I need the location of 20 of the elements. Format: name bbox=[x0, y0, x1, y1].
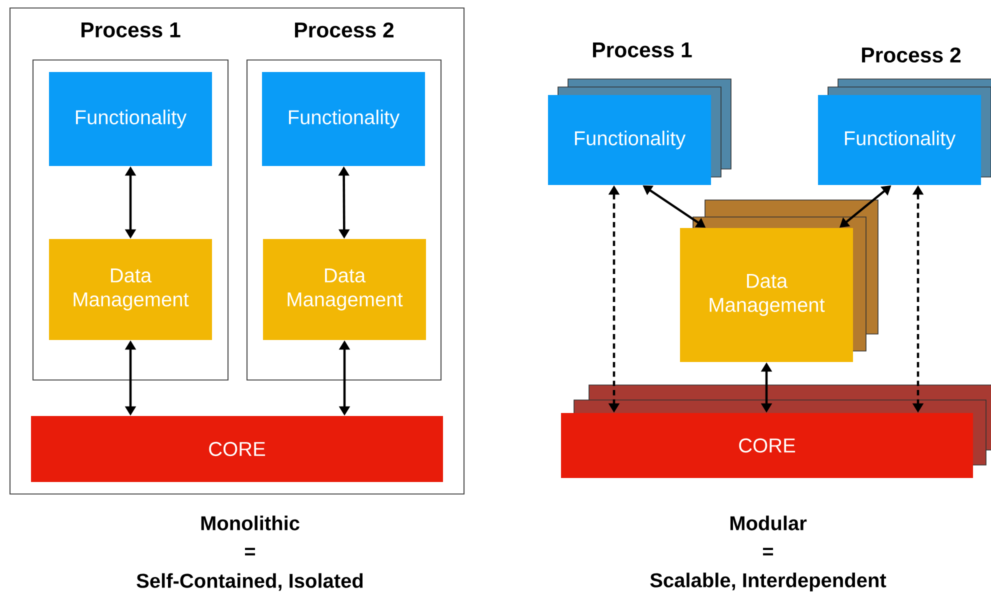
stacked-block: CORE bbox=[561, 384, 991, 478]
caption-text: Self-Contained, Isolated bbox=[136, 573, 363, 591]
block: Functionality bbox=[49, 72, 212, 166]
process-heading: Process 2 bbox=[295, 22, 394, 38]
block: Data Management bbox=[263, 239, 426, 340]
stacked-block: Functionality bbox=[548, 78, 732, 185]
caption-text: Modular bbox=[730, 516, 807, 530]
frame-box bbox=[9, 7, 465, 495]
stacked-block: Functionality bbox=[818, 78, 991, 185]
block: Functionality bbox=[262, 72, 425, 166]
process-heading: Process 2 bbox=[862, 47, 961, 63]
caption-text: Scalable, Interdependent bbox=[650, 572, 886, 592]
block: Data Management bbox=[49, 239, 212, 340]
caption-text: = bbox=[245, 548, 256, 556]
caption-text: = bbox=[763, 548, 774, 556]
caption-text: Monolithic bbox=[201, 516, 300, 530]
block: CORE bbox=[31, 416, 443, 482]
stacked-block: Data Management bbox=[680, 200, 878, 362]
process-heading: Process 1 bbox=[82, 22, 180, 38]
process-heading: Process 1 bbox=[593, 42, 692, 58]
